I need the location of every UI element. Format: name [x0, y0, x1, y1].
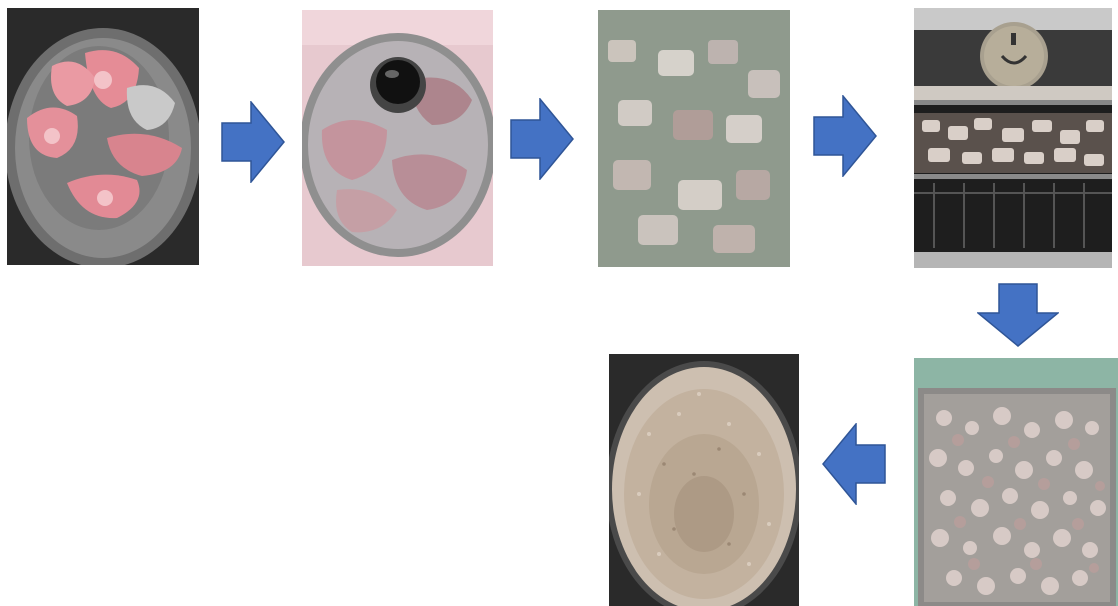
arrow-right-1 — [221, 101, 285, 183]
step-4-oven-drying-photo — [914, 8, 1112, 268]
step-5-dried-fish-tray-photo — [914, 358, 1118, 606]
arrow-right-2 — [510, 98, 574, 180]
step-6-fish-powder-photo — [609, 354, 799, 606]
step-1-raw-fish-photo — [7, 8, 199, 265]
step-3-boiled-fish-photo — [598, 10, 790, 267]
arrow-left-5 — [822, 423, 886, 505]
arrow-right-3 — [813, 95, 877, 177]
arrow-down-4 — [977, 283, 1059, 347]
step-2-covered-pot-photo — [302, 10, 493, 266]
